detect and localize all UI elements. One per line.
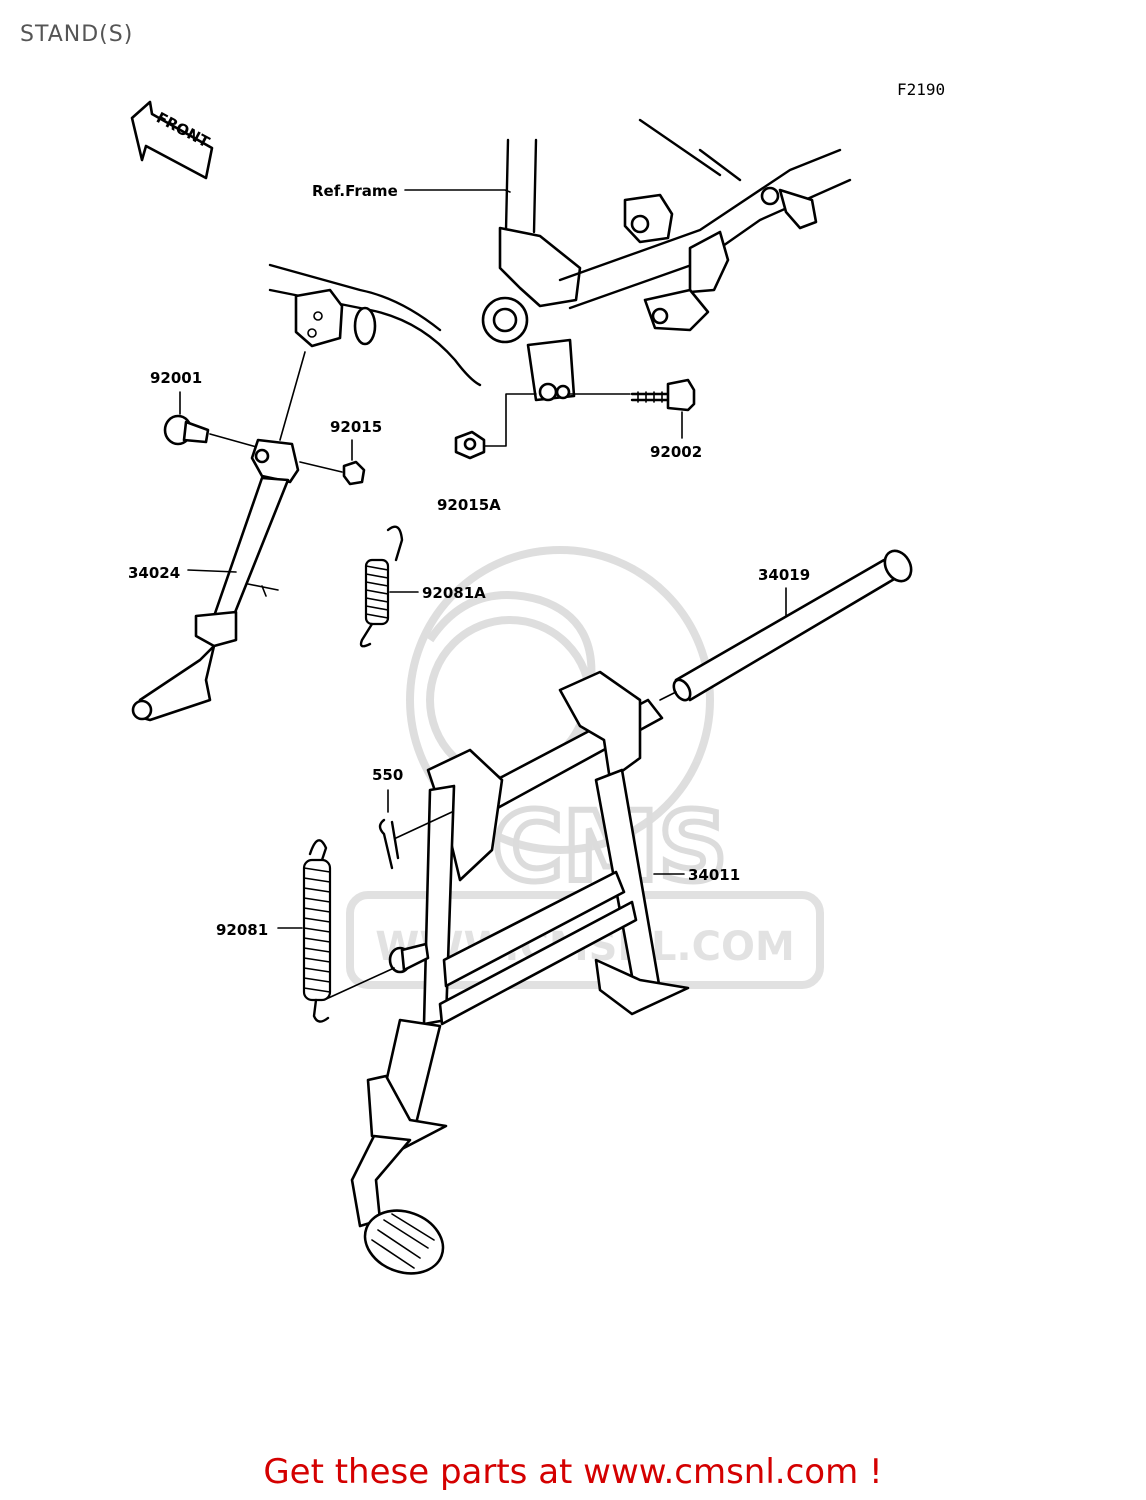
frame-lower-tube-left-b — [268, 263, 442, 332]
bolt-92002-head — [666, 378, 696, 412]
centerstand-right-foot — [594, 958, 690, 1016]
frame-bracket — [498, 226, 582, 308]
part-92081-spring — [302, 839, 332, 1023]
spring-92081-hook-top — [308, 839, 328, 862]
leader-pin-to-tube — [395, 811, 453, 839]
part-92002-bolt — [630, 378, 696, 412]
callout-92002: 92002 — [650, 443, 702, 461]
front-arrow-icon — [130, 100, 214, 180]
frame-right-tube-a — [558, 148, 842, 282]
frame-upper-rails — [638, 118, 742, 182]
centerstand-brace — [442, 870, 626, 988]
callout-34011: 34011 — [688, 866, 740, 884]
part-34024-sidestand — [131, 438, 300, 722]
watermark-logo: CMS WWW.CMSNL.COM — [346, 546, 824, 989]
watermark-circle-outer — [406, 546, 714, 854]
leader-nut-92015 — [299, 461, 343, 473]
callout-92015: 92015 — [330, 418, 382, 436]
part-pivot-pin — [388, 942, 430, 974]
leader-sidestand-pivot — [279, 351, 306, 441]
figure-code: F2190 — [897, 80, 945, 99]
frame-lower-tube-left-a — [268, 288, 482, 387]
shaft-34019-head — [883, 549, 913, 583]
frame-assembly — [268, 118, 852, 402]
leader-ref-frame — [404, 189, 511, 193]
centerstand-kick-pad — [363, 1209, 445, 1275]
callout-34019: 34019 — [758, 566, 810, 584]
frame-downtube — [504, 138, 538, 234]
leader-nut-92015A — [483, 393, 537, 447]
pivot-pin-shank — [400, 942, 430, 972]
leader-shaft-to-stand — [659, 691, 677, 701]
part-34011-centerstand — [350, 670, 690, 1275]
callout-92001: 92001 — [150, 369, 202, 387]
spring-92081A-hook-top — [386, 525, 404, 562]
cotter-pin-550 — [378, 818, 400, 870]
parts-diagram: CMS WWW.CMSNL.COM F2190 FRONT — [128, 80, 945, 1275]
part-92001-bolt — [163, 414, 210, 446]
page-title: STAND(S) — [20, 22, 134, 47]
centerstand-left-foot — [366, 1074, 448, 1152]
part-92015A-nut — [454, 430, 486, 460]
frame-sidestand-bracket — [294, 288, 344, 348]
leader-bolt-92001 — [209, 433, 261, 449]
centerstand-right-lug — [558, 670, 642, 782]
bolt-92001-shank — [182, 420, 210, 444]
callout-92081: 92081 — [216, 921, 268, 939]
frame-mount-b — [688, 230, 730, 294]
callout-92081A: 92081A — [422, 584, 486, 602]
sidestand-leg — [210, 476, 290, 624]
centerstand-brace-lower — [438, 900, 638, 1026]
frame-tube-end — [353, 306, 377, 346]
spring-92081A-hook-bottom — [359, 622, 374, 648]
callout-ref-frame: Ref.Frame — [312, 182, 398, 200]
leader-34024 — [187, 569, 237, 573]
sidestand-hook — [194, 610, 238, 648]
part-550-cotter-pin — [378, 818, 400, 870]
part-92081A-spring — [359, 525, 404, 648]
callout-34024: 34024 — [128, 564, 180, 582]
frame-pivot-hole — [492, 307, 518, 333]
callout-550: 550 — [372, 766, 403, 784]
part-92015-nut — [342, 460, 366, 486]
leader-spring-to-pin — [323, 967, 395, 1001]
spring-92081-hook-bottom — [312, 998, 330, 1023]
footer-cta-link[interactable]: Get these parts at www.cmsnl.com ! — [263, 1452, 883, 1492]
frame-mount-a — [623, 193, 674, 244]
part-34019-shaft — [672, 549, 913, 702]
nut-92015 — [342, 460, 366, 486]
front-arrow: FRONT — [130, 100, 214, 180]
callout-92015A: 92015A — [437, 496, 501, 514]
frame-mount-d — [778, 188, 818, 230]
